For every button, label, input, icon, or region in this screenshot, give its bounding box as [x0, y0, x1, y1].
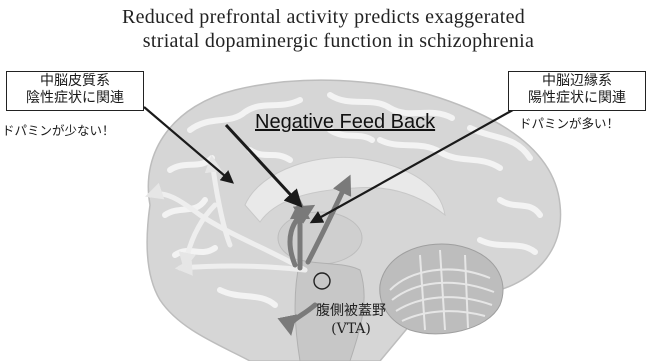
- vta-label-abbr: (VTA): [311, 320, 391, 338]
- title-line-2: striatal dopaminergic function in schizo…: [0, 30, 647, 53]
- mesolimbic-note: ドパミンが多い！: [519, 113, 619, 132]
- mesolimbic-label-box: 中脳辺縁系 陽性症状に関連: [508, 71, 646, 111]
- mesocortical-sublabel: 陰性症状に関連: [11, 90, 139, 107]
- mesolimbic-sublabel: 陽性症状に関連: [513, 90, 641, 107]
- mesocortical-label-box: 中脳皮質系 陰性症状に関連: [6, 71, 144, 111]
- mesocortical-label: 中脳皮質系: [11, 73, 139, 90]
- negative-feedback-label: Negative Feed Back: [255, 111, 435, 134]
- title-line-1: Reduced prefrontal activity predicts exa…: [0, 6, 647, 29]
- mesocortical-note: ドパミンが少ない！: [2, 120, 115, 139]
- vta-label-jp: 腹側被蓋野: [311, 302, 391, 320]
- vta-label: 腹側被蓋野 (VTA): [311, 302, 391, 338]
- mesolimbic-label: 中脳辺縁系: [513, 73, 641, 90]
- cerebellum: [380, 244, 503, 334]
